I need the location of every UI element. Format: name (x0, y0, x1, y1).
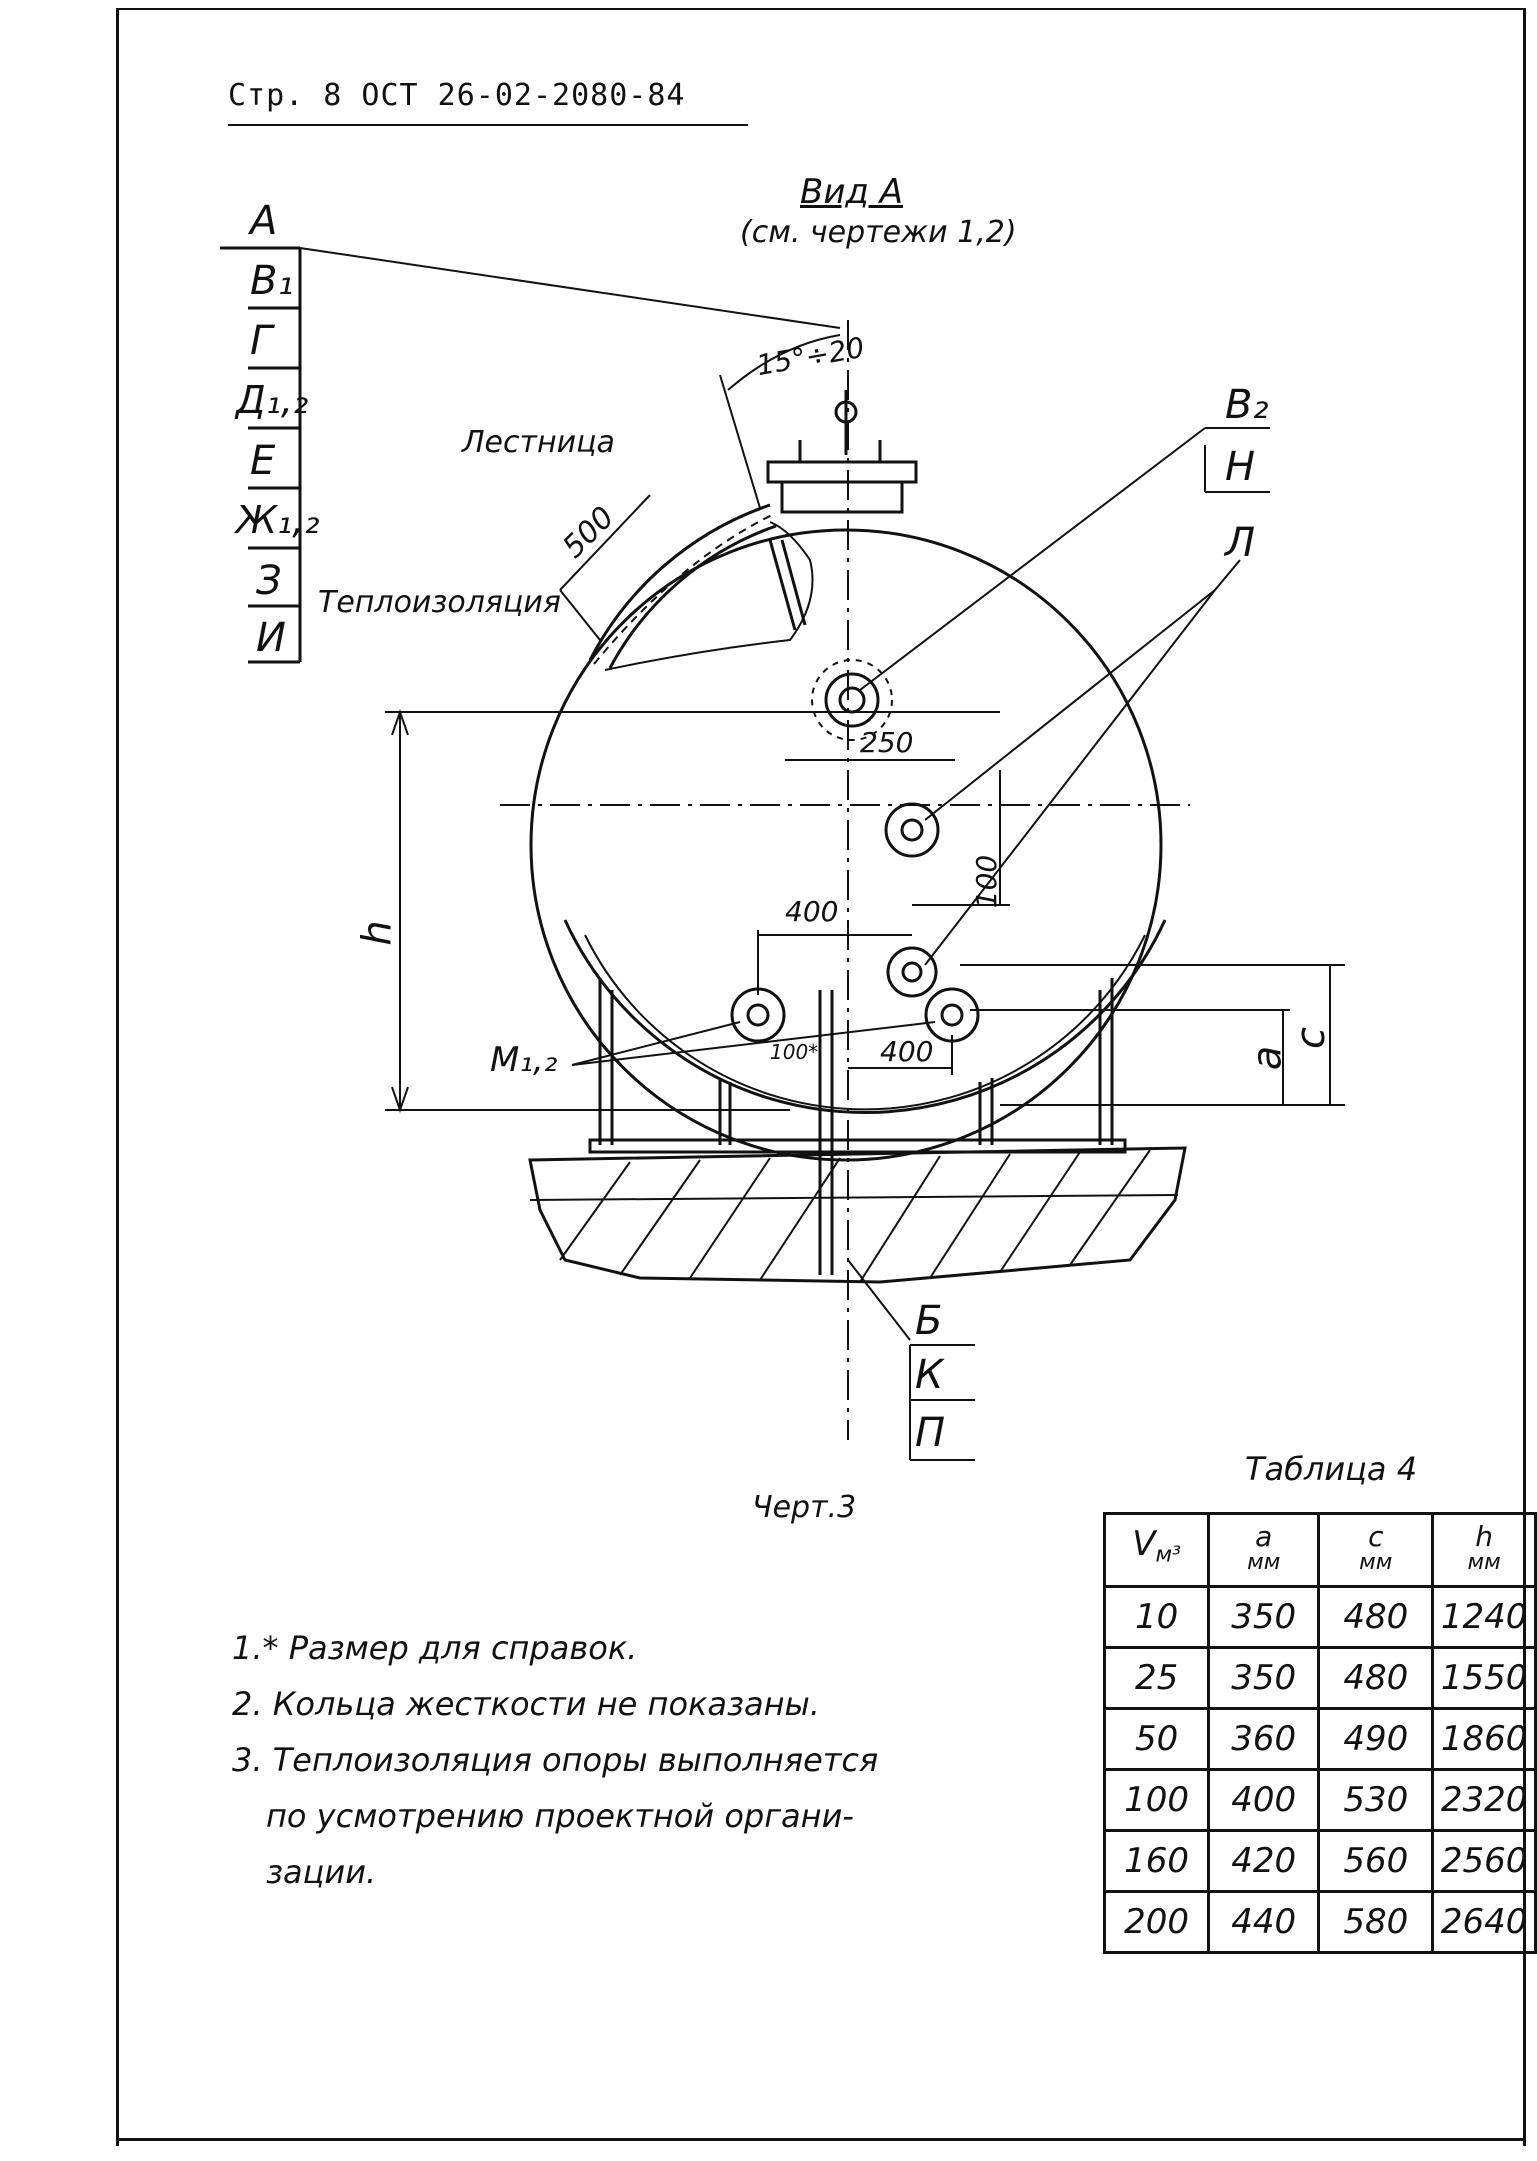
th-v-main: V (1132, 1524, 1156, 1565)
header-underline (228, 124, 748, 126)
view-subtitle: (см. чертежи 1,2) (740, 215, 1017, 250)
cell-c: 530 (1317, 1768, 1435, 1832)
cell-v: 10 (1102, 1585, 1211, 1649)
th-c-unit: мм (1359, 1550, 1393, 1575)
note-3-cont: по усмотрению проектной органи- (266, 1797, 854, 1835)
label-k: К (915, 1352, 944, 1398)
dim-100: 100 (970, 854, 1004, 909)
drawing-caption: Черт.3 (752, 1490, 857, 1525)
cell-v: 100 (1102, 1768, 1211, 1832)
nozzle-m2 (924, 987, 980, 1043)
table-title: Таблица 4 (1245, 1450, 1418, 1488)
dim-c: c (1288, 1027, 1334, 1049)
label-l: Л (1225, 520, 1256, 566)
label-n: Н (1225, 444, 1256, 490)
cell-a: 440 (1207, 1890, 1321, 1954)
th-a-main: a (1255, 1520, 1273, 1553)
label-b: Б (915, 1298, 943, 1344)
nozzle-l-lower (886, 946, 938, 998)
th-v: Vм³ (1102, 1512, 1211, 1588)
cell-h: 1240 (1431, 1585, 1537, 1649)
label-i: И (256, 615, 286, 661)
page-header: Стр. 8 ОСТ 26-02-2080-84 (228, 78, 686, 113)
label-z: З (256, 558, 282, 604)
table-row: 200 440 580 2640 (1102, 1890, 1537, 1954)
left-label-stack (220, 246, 302, 664)
cell-c: 480 (1317, 1646, 1435, 1710)
label-p: П (915, 1410, 946, 1456)
note-3-end: зации. (266, 1853, 377, 1891)
nozzle-m1 (730, 987, 786, 1043)
page-frame (116, 8, 1526, 2146)
dim-400-top: 400 (785, 895, 839, 928)
label-e: Е (250, 438, 276, 484)
label-d12: Д₁,₂ (236, 378, 309, 422)
cell-a: 420 (1207, 1829, 1321, 1893)
note-2: 2. Кольца жесткости не показаны. (232, 1685, 820, 1723)
cell-h: 2640 (1431, 1890, 1537, 1954)
cell-h: 2320 (1431, 1768, 1537, 1832)
callout-ladder: Лестница (462, 425, 615, 460)
table-row: 50 360 490 1860 (1102, 1707, 1537, 1771)
label-zh12: Ж₁,₂ (236, 498, 320, 542)
th-v-unit: м³ (1155, 1542, 1181, 1568)
label-v2: В₂ (1225, 382, 1269, 428)
notes-block: 1.* Размер для справок. 2. Кольца жестко… (232, 1620, 878, 1900)
top-manhole (766, 390, 918, 514)
th-h-unit: мм (1467, 1550, 1501, 1575)
table-row: 100 400 530 2320 (1102, 1768, 1537, 1832)
nozzle-l-upper (884, 802, 940, 858)
table-row: 160 420 560 2560 (1102, 1829, 1537, 1893)
dim-a: a (1244, 1045, 1291, 1071)
th-h-main: h (1475, 1520, 1493, 1553)
dim-400-bottom: 400 (880, 1035, 934, 1068)
table-row: 25 350 480 1550 (1102, 1646, 1537, 1710)
th-a-unit: мм (1247, 1550, 1281, 1575)
cell-a: 350 (1207, 1646, 1321, 1710)
dim-h: h (354, 920, 401, 946)
cell-h: 2560 (1431, 1829, 1537, 1893)
label-g: Г (250, 318, 273, 364)
cell-v: 160 (1102, 1829, 1211, 1893)
cell-a: 350 (1207, 1585, 1321, 1649)
cell-h: 1550 (1431, 1646, 1537, 1710)
cell-h: 1860 (1431, 1707, 1537, 1771)
callout-m12: М₁,₂ (490, 1040, 558, 1080)
cell-c: 480 (1317, 1585, 1435, 1649)
view-title: Вид А (800, 172, 903, 212)
label-a: А (250, 198, 278, 244)
table-row: 10 350 480 1240 (1102, 1585, 1537, 1649)
cell-a: 400 (1207, 1768, 1321, 1832)
vessel-shell (529, 528, 1163, 1162)
cell-v: 50 (1102, 1707, 1211, 1771)
page-frame-bottom (116, 2138, 1526, 2141)
cell-a: 360 (1207, 1707, 1321, 1771)
callout-insulation: Теплоизоляция (318, 585, 561, 620)
label-v1: В₁ (250, 258, 294, 304)
dim-100-star: 100* (770, 1040, 819, 1064)
cell-c: 580 (1317, 1890, 1435, 1954)
cell-v: 25 (1102, 1646, 1211, 1710)
th-c-main: c (1368, 1520, 1384, 1553)
dim-250: 250 (860, 726, 914, 759)
note-3: 3. Теплоизоляция опоры выполняется (232, 1741, 879, 1779)
saddle-supports (588, 978, 1127, 1275)
note-1: 1.* Размер для справок. (232, 1629, 638, 1667)
cell-v: 200 (1102, 1890, 1211, 1954)
foundation (528, 1146, 1187, 1284)
cell-c: 490 (1317, 1707, 1435, 1771)
cell-c: 560 (1317, 1829, 1435, 1893)
